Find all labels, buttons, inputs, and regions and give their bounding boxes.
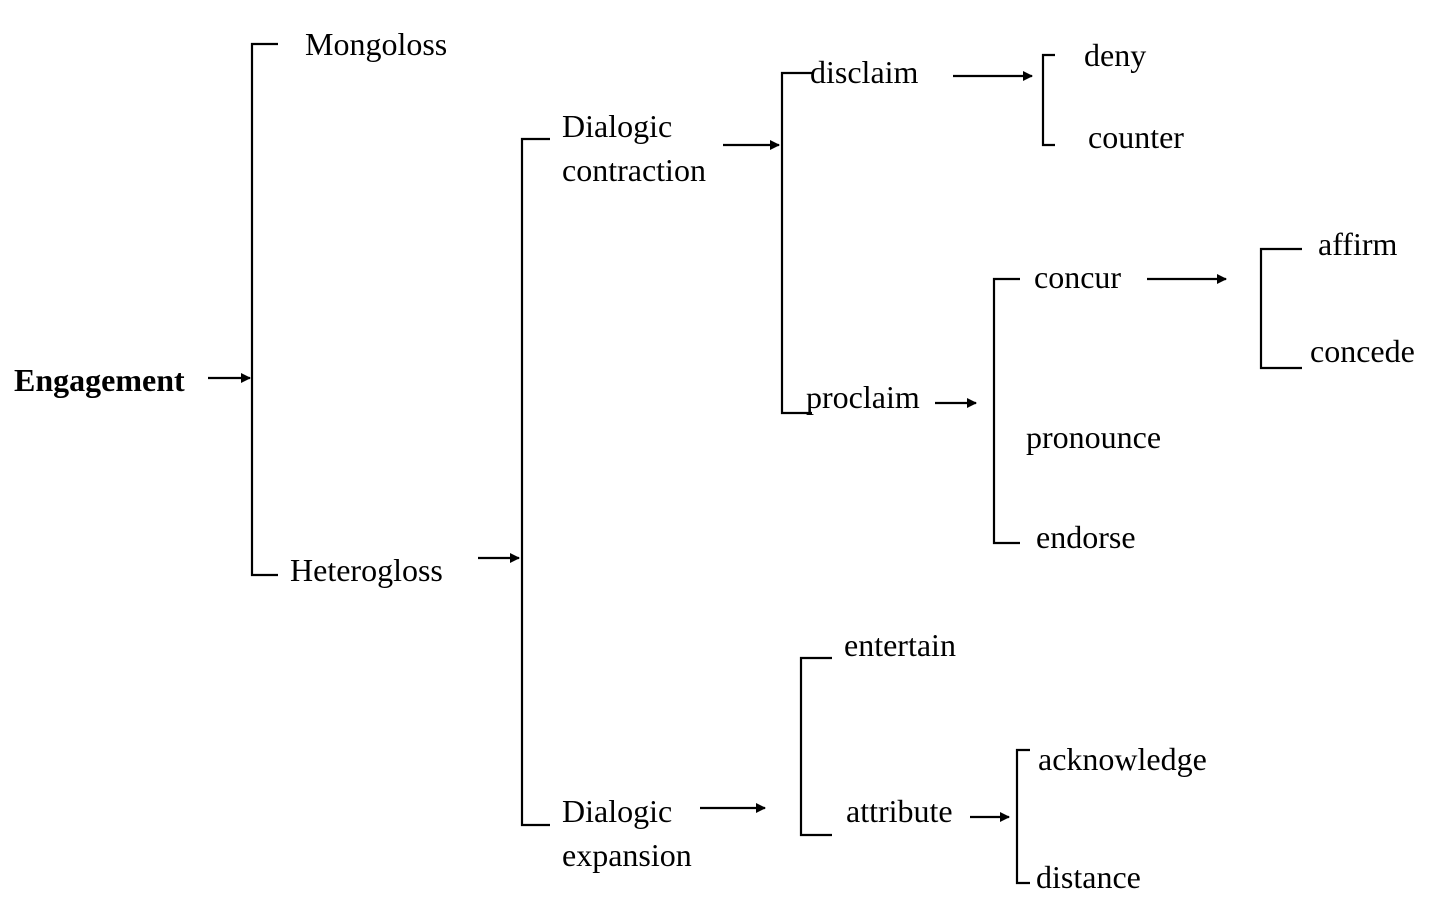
bracket-engagement [250, 42, 278, 577]
bracket-attribute [1015, 748, 1030, 885]
bracket-heterogloss [520, 137, 550, 827]
bracket-disclaim [1041, 53, 1055, 147]
node-dialogic-expansion-line2: expansion [562, 837, 692, 873]
node-mongoloss: Mongoloss [305, 26, 447, 62]
node-concede: concede [1310, 333, 1415, 369]
node-engagement: Engagement [14, 362, 185, 398]
bracket-expansion [799, 656, 832, 837]
node-proclaim: proclaim [806, 379, 920, 415]
node-acknowledge: acknowledge [1038, 741, 1207, 777]
node-dialogic-contraction-line2: contraction [562, 152, 706, 188]
node-entertain: entertain [844, 627, 956, 663]
node-pronounce: pronounce [1026, 419, 1161, 455]
node-endorse: endorse [1036, 519, 1136, 555]
node-disclaim: disclaim [810, 54, 919, 90]
node-deny: deny [1084, 37, 1146, 73]
node-counter: counter [1088, 119, 1184, 155]
node-heterogloss: Heterogloss [290, 552, 443, 588]
node-distance: distance [1036, 859, 1141, 895]
node-affirm: affirm [1318, 226, 1397, 262]
node-dialogic-expansion-line1: Dialogic [562, 793, 672, 829]
node-attribute: attribute [846, 793, 953, 829]
bracket-proclaim [992, 277, 1020, 545]
bracket-contraction [780, 71, 812, 415]
node-concur: concur [1034, 259, 1121, 295]
node-dialogic-contraction-line1: Dialogic [562, 108, 672, 144]
bracket-concur [1259, 247, 1302, 370]
